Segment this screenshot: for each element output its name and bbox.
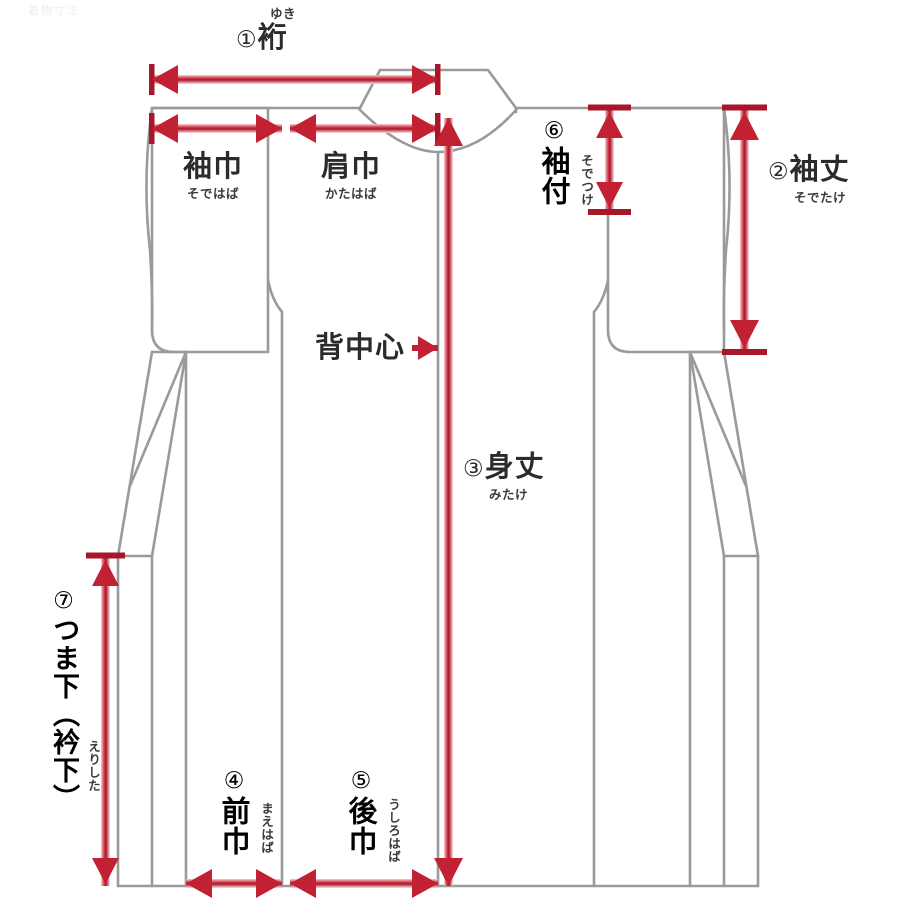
arrow-tsumashita xyxy=(86,552,125,886)
label-ushirohaba: ⑤ 後巾 うしろはば xyxy=(340,768,403,863)
label-mitake: ③ 身丈 みたけ xyxy=(463,452,545,502)
label-ushirohaba-furigana: うしろはば xyxy=(386,798,401,863)
label-sodetsuke-furigana: そでつけ xyxy=(579,154,594,206)
arrow-sodehaba xyxy=(149,113,282,144)
label-maehaba-number: ④ xyxy=(223,768,245,794)
label-tsumashita-furigana: えりした xyxy=(86,740,101,792)
label-mitake-furigana: みたけ xyxy=(489,487,529,502)
label-katahaba-furigana: かたはば xyxy=(325,186,378,201)
label-sodetake-kanji: 袖丈 xyxy=(789,152,850,186)
label-tsumashita-number: ⑦ xyxy=(53,588,74,614)
arrow-senakachushin-pointer xyxy=(412,336,438,360)
label-sodehaba-furigana: そではば xyxy=(187,186,240,201)
label-sodehaba: 袖巾 そではば xyxy=(183,152,243,201)
label-tsumashita-kanji: つま下（衿下） xyxy=(48,616,79,812)
label-sodetsuke-kanji: 袖付 xyxy=(537,146,571,206)
label-sodetsuke-number: ⑥ xyxy=(543,118,565,144)
label-mitake-kanji: 身丈 xyxy=(484,449,545,483)
label-ushirohaba-number: ⑤ xyxy=(350,768,372,794)
label-maehaba-furigana: まえはば xyxy=(259,802,274,854)
label-sodehaba-kanji: 袖巾 xyxy=(183,149,244,183)
label-maehaba: ④ 前巾 まえはば xyxy=(213,768,276,856)
label-sodetake-number: ② xyxy=(768,159,789,185)
label-yuki: ゆき ① 裄 xyxy=(236,6,297,54)
label-katahaba: 肩巾 かたはば xyxy=(321,152,381,201)
arrow-ushirohaba xyxy=(290,869,438,898)
arrow-yuki xyxy=(149,64,441,95)
arrow-mitake xyxy=(434,118,463,886)
label-tsumashita: ⑦ つま下（衿下） えりした xyxy=(44,588,103,812)
label-maehaba-kanji: 前巾 xyxy=(217,796,251,856)
label-yuki-furigana: ゆき xyxy=(270,6,297,21)
label-mitake-number: ③ xyxy=(463,456,484,482)
label-ushirohaba-kanji: 後巾 xyxy=(344,796,378,856)
label-yuki-kanji: 裄 xyxy=(257,19,288,54)
faint-cropped-header-text: 着物寸法 xyxy=(28,4,80,17)
arrow-sodetake xyxy=(722,104,767,355)
label-sodetake: ② 袖丈 そでたけ xyxy=(768,155,850,205)
label-yuki-number: ① xyxy=(236,26,257,53)
label-sodetsuke: ⑥ 袖付 そでつけ xyxy=(533,118,596,206)
arrow-sodetsuke xyxy=(588,104,631,215)
label-katahaba-kanji: 肩巾 xyxy=(321,149,382,183)
label-sodetake-furigana: そでたけ xyxy=(794,190,847,205)
arrow-katahaba xyxy=(290,113,441,144)
label-senakachushin: 背中心 xyxy=(315,330,406,364)
arrow-maehaba xyxy=(186,869,282,898)
